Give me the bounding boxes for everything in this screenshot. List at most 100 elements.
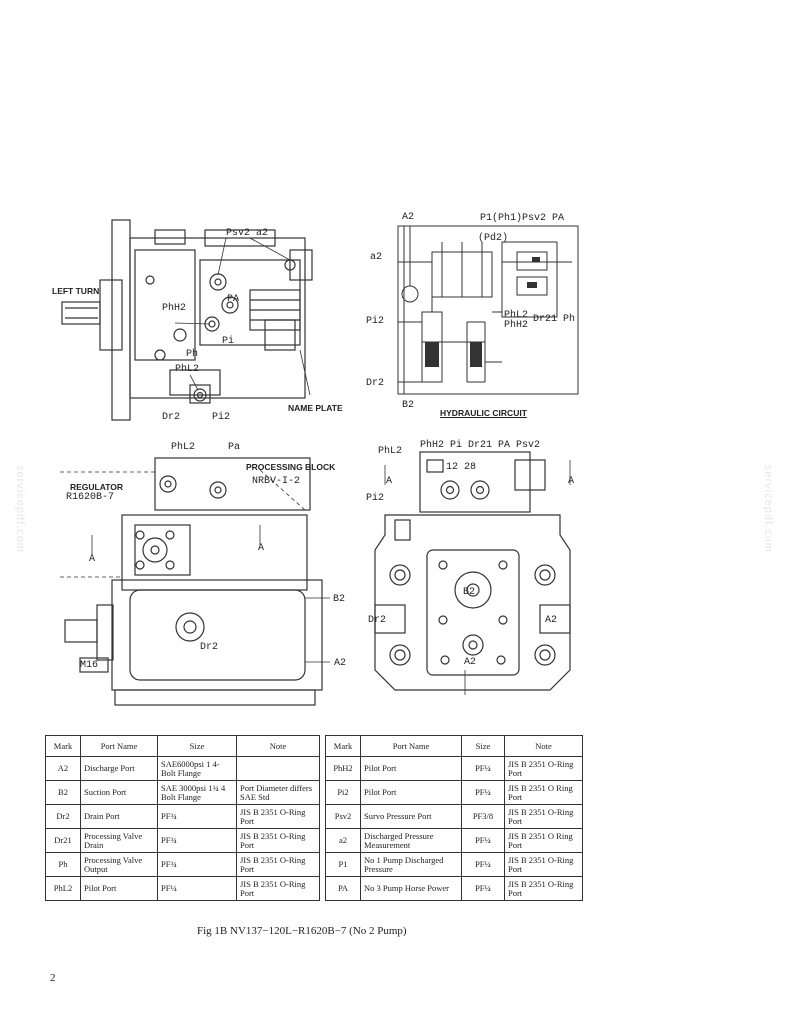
br-label-a-left: A bbox=[386, 476, 393, 487]
hyd-label-pi2: Pi2 bbox=[366, 316, 385, 327]
cell-mark: PhH2 bbox=[325, 756, 361, 781]
hyd-label-phh2: PhH2 bbox=[504, 320, 529, 331]
header-note: Note bbox=[236, 735, 320, 757]
cell-mark: Dr21 bbox=[45, 828, 81, 853]
hyd-title: HYDRAULIC CIRCUIT bbox=[440, 408, 527, 418]
table-row: Dr21 Processing Valve Drain PF¾ JIS B 23… bbox=[45, 828, 320, 853]
pump-side-view-drawing bbox=[61, 219, 313, 421]
header-mark: Mark bbox=[325, 735, 361, 757]
br-label-b2: B2 bbox=[463, 587, 476, 598]
hyd-label-b2: B2 bbox=[402, 400, 415, 411]
bl-label-a2: A2 bbox=[334, 658, 347, 669]
table-row: A2 Discharge Port SAE6000psi 1 4-Bolt Fl… bbox=[45, 756, 320, 781]
cell-port-name: Pilot Port bbox=[360, 780, 462, 805]
cell-size: SAE 3000psi 1¾ 4 Bolt Flange bbox=[157, 780, 237, 805]
watermark-right: servicepdf.com bbox=[762, 465, 774, 553]
header-mark: Mark bbox=[45, 735, 81, 757]
table-row: PhL2 Pilot Port PF¼ JIS B 2351 O-Ring Po… bbox=[45, 876, 320, 901]
cell-note: Port Diameter differs SAE Std bbox=[236, 780, 320, 805]
hyd-label-phl2: PhL2 bbox=[504, 310, 529, 321]
cell-port-name: Processing Valve Drain bbox=[80, 828, 158, 853]
cell-port-name: Processing Valve Output bbox=[80, 852, 158, 877]
bl-label-phl2: PhL2 bbox=[171, 442, 196, 453]
label-pa: PA bbox=[227, 294, 240, 305]
cell-mark: Dr2 bbox=[45, 804, 81, 829]
label-phl2: PhL2 bbox=[175, 364, 200, 375]
cell-note: JIS B 2351 O Ring Port bbox=[504, 828, 583, 853]
cell-note: JIS B 2351 O-Ring Port bbox=[236, 852, 320, 877]
header-note: Note bbox=[504, 735, 583, 757]
cell-mark: A2 bbox=[45, 756, 81, 781]
pump-front-view-drawing bbox=[374, 451, 571, 695]
watermark-left: servicepdf.com bbox=[14, 465, 26, 553]
label-left-turn: LEFT TURN bbox=[52, 286, 100, 296]
bl-label-dr2: Dr2 bbox=[200, 642, 219, 653]
cell-size: PF¾ bbox=[157, 804, 237, 829]
table-row: Ph Processing Valve Output PF¾ JIS B 235… bbox=[45, 852, 320, 877]
cell-note: JIS B 2351 O-Ring Port bbox=[504, 852, 583, 877]
br-label-a2-right: A2 bbox=[545, 615, 558, 626]
cell-mark: a2 bbox=[325, 828, 361, 853]
cell-note bbox=[236, 756, 320, 781]
table-header-row: Mark Port Name Size Note bbox=[325, 735, 583, 757]
hyd-label-pd2: (Pd2) bbox=[478, 233, 509, 244]
hyd-label-a2: A2 bbox=[402, 212, 415, 223]
br-label-phl2: PhL2 bbox=[378, 446, 403, 457]
table-header-row: Mark Port Name Size Note bbox=[45, 735, 320, 757]
header-size: Size bbox=[157, 735, 237, 757]
hydraulic-circuit-drawing bbox=[397, 225, 579, 395]
br-label-a-right: A bbox=[568, 476, 575, 487]
cell-port-name: Suction Port bbox=[80, 780, 158, 805]
table-row: a2 Discharged Pressure Measurement PF¼ J… bbox=[325, 828, 583, 853]
label-pi2: Pi2 bbox=[212, 412, 231, 423]
br-label-top-row: PhH2 Pi Dr21 PA Psv2 bbox=[420, 440, 541, 451]
label-ph: Ph bbox=[186, 349, 199, 360]
cell-port-name: Survo Pressure Port bbox=[360, 804, 462, 829]
cell-port-name: No 3 Pump Horse Power bbox=[360, 876, 462, 901]
cell-size: PF¼ bbox=[461, 876, 505, 901]
cell-size: PF¾ bbox=[157, 852, 237, 877]
bl-label-a-upper: A bbox=[89, 554, 96, 565]
cell-note: JIS B 2351 O-Ring Port bbox=[504, 756, 583, 781]
bl-label-regulator: REGULATOR bbox=[70, 482, 124, 492]
table-row: PA No 3 Pump Horse Power PF¼ JIS B 2351 … bbox=[325, 876, 583, 901]
figure-caption: Fig 1B NV137−120L−R1620B−7 (No 2 Pump) bbox=[197, 925, 407, 937]
table-row: PhH2 Pilot Port PF¼ JIS B 2351 O-Ring Po… bbox=[325, 756, 583, 781]
cell-mark: Psv2 bbox=[325, 804, 361, 829]
cell-port-name: Pilot Port bbox=[360, 756, 462, 781]
cell-port-name: No 1 Pump Discharged Pressure bbox=[360, 852, 462, 877]
cell-mark: PhL2 bbox=[45, 876, 81, 901]
label-psv2-a2: Psv2 a2 bbox=[226, 228, 269, 239]
table-row: B2 Suction Port SAE 3000psi 1¾ 4 Bolt Fl… bbox=[45, 780, 320, 805]
cell-note: JIS B 2351 O Ring Port bbox=[504, 780, 583, 805]
header-port-name: Port Name bbox=[80, 735, 158, 757]
cell-port-name: Drain Port bbox=[80, 804, 158, 829]
cell-port-name: Discharge Port bbox=[80, 756, 158, 781]
label-dr2: Dr2 bbox=[162, 412, 181, 423]
hyd-label-dr2: Dr2 bbox=[366, 378, 385, 389]
port-table-left: Mark Port Name Size Note A2 Discharge Po… bbox=[45, 735, 320, 901]
cell-note: JIS B 2351 O-Ring Port bbox=[236, 828, 320, 853]
hyd-label-p1: P1(Ph1)Psv2 PA bbox=[480, 213, 565, 224]
bl-label-pa: Pa bbox=[228, 442, 241, 453]
cell-note: JIS B 2351 O-Ring Port bbox=[504, 876, 583, 901]
bl-label-a-lower: A bbox=[258, 543, 265, 554]
cell-size: PF¼ bbox=[461, 756, 505, 781]
cell-size: PF3/8 bbox=[461, 804, 505, 829]
table-row: Dr2 Drain Port PF¾ JIS B 2351 O-Ring Por… bbox=[45, 804, 320, 829]
table-row: Psv2 Survo Pressure Port PF3/8 JIS B 235… bbox=[325, 804, 583, 829]
bl-label-r1620b: R1620B-7 bbox=[66, 492, 115, 503]
header-size: Size bbox=[461, 735, 505, 757]
bl-label-nrbv: NRBV-I-2 bbox=[252, 476, 301, 487]
cell-port-name: Discharged Pressure Measurement bbox=[360, 828, 462, 853]
br-label-a2-bottom: A2 bbox=[464, 657, 477, 668]
cell-size: PF¼ bbox=[461, 828, 505, 853]
cell-size: SAE6000psi 1 4-Bolt Flange bbox=[157, 756, 237, 781]
cell-size: PF¼ bbox=[461, 852, 505, 877]
cell-mark: P1 bbox=[325, 852, 361, 877]
bl-label-b2: B2 bbox=[333, 594, 346, 605]
bl-label-processing-block: PROCESSING BLOCK bbox=[246, 462, 336, 472]
br-label-dr2: Dr2 bbox=[368, 615, 387, 626]
hyd-label-dr21-ph: Dr21 Ph bbox=[533, 314, 576, 325]
header-port-name: Port Name bbox=[360, 735, 462, 757]
